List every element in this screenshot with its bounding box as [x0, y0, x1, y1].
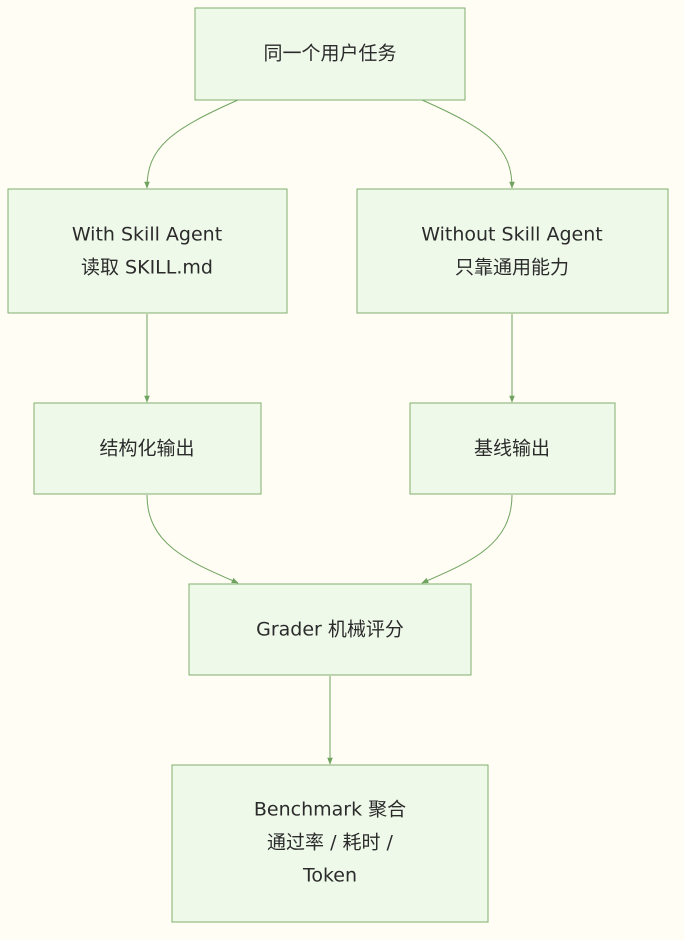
node-benchmark-line-1: Benchmark 聚合 [254, 799, 406, 821]
node-with-skill-agent: With Skill Agent 读取 SKILL.md [7, 188, 288, 314]
node-with-skill-agent-subtitle: 读取 SKILL.md [81, 257, 213, 279]
node-without-skill-agent-title: Without Skill Agent [421, 224, 602, 246]
node-with-skill-agent-title: With Skill Agent [72, 224, 222, 246]
node-without-skill-agent-box [356, 188, 669, 314]
node-benchmark-line-3: Token [302, 865, 357, 887]
node-structured-output-label: 结构化输出 [99, 438, 194, 460]
node-with-skill-agent-box [7, 188, 288, 314]
node-baseline-output-box [409, 402, 616, 495]
node-task-label: 同一个用户任务 [263, 43, 396, 65]
node-without-skill-agent: Without Skill Agent 只靠通用能力 [356, 188, 669, 314]
edge-task-to-with-skill [144, 99, 239, 189]
node-task-box [194, 7, 466, 101]
node-baseline-output-label: 基线输出 [474, 438, 550, 460]
node-benchmark-line-2: 通过率 / 耗时 / [267, 832, 394, 854]
edge-task-to-without-skill [421, 99, 515, 189]
node-grader: Grader 机械评分 [188, 583, 472, 676]
edge-baseline-output-to-grader [421, 494, 513, 584]
node-benchmark-box [171, 764, 489, 923]
node-grader-box [188, 583, 472, 676]
node-without-skill-agent-subtitle: 只靠通用能力 [455, 257, 569, 279]
edges [144, 99, 515, 765]
edge-structured-output-to-grader [146, 494, 239, 584]
node-task: 同一个用户任务 [194, 7, 466, 101]
node-grader-label: Grader 机械评分 [256, 619, 404, 641]
node-structured-output: 结构化输出 [33, 402, 262, 495]
node-benchmark: Benchmark 聚合 通过率 / 耗时 / Token [171, 764, 489, 923]
node-structured-output-box [33, 402, 262, 495]
node-baseline-output: 基线输出 [409, 402, 616, 495]
